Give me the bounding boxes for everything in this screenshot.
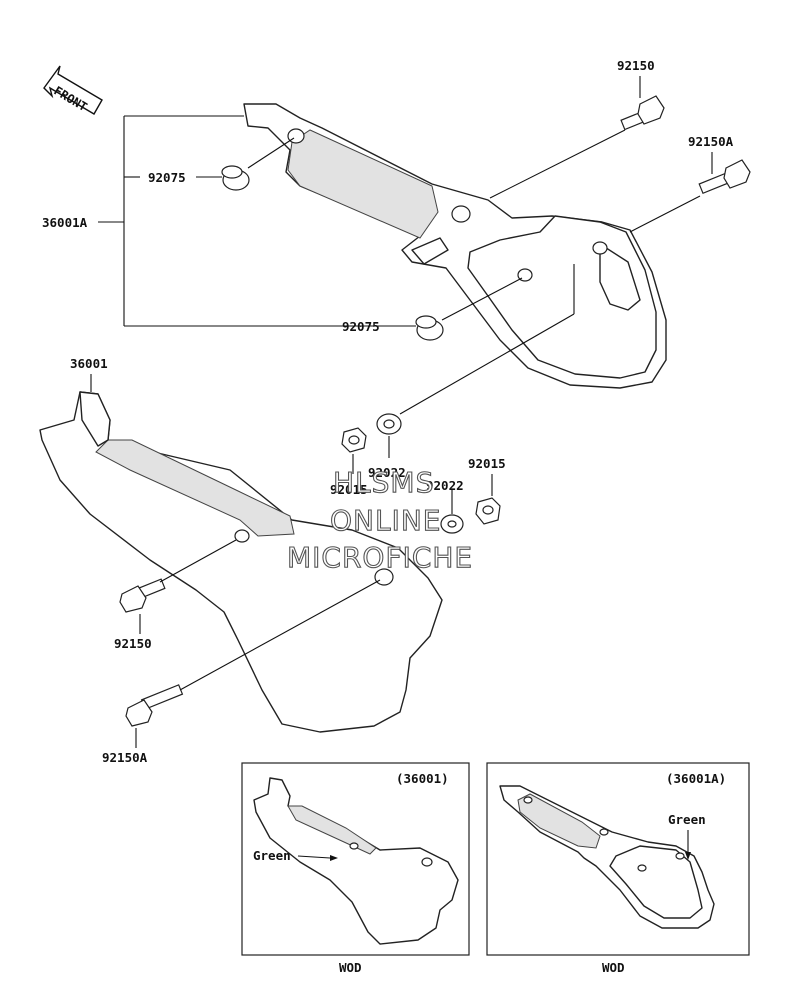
cap-92075-lower-icon (415, 315, 444, 341)
side-cover-36001 (39, 391, 443, 733)
callout-92022-lower: 92022 (426, 478, 464, 493)
inset-left-variant: WOD (339, 960, 362, 975)
callout-92015-right: 92015 (468, 456, 506, 471)
bolt-92150a-upper-icon (698, 159, 751, 195)
leader-lines (90, 76, 713, 748)
callout-92022-upper: 92022 (368, 465, 406, 480)
watermark-line2: ONLINE (330, 504, 441, 537)
watermark: HLSMS ONLINE MICROFICHE (286, 465, 473, 574)
callout-92075-lower: 92075 (342, 319, 380, 334)
callout-92150-upper: 92150 (617, 58, 655, 73)
collar-92015-right-icon (475, 497, 501, 525)
inset-right-part-ref: (36001A) (666, 771, 726, 786)
washer-92022-upper-icon (376, 413, 402, 435)
watermark-line3: MICROFICHE (287, 541, 473, 574)
side-cover-36001a (243, 103, 667, 389)
bolt-92150-upper-icon (620, 95, 665, 131)
callout-92150a-lower: 92150A (102, 750, 148, 765)
inset-right-color-note: Green (668, 812, 706, 827)
inset-36001a-wod: (36001A) Green WOD (486, 762, 750, 975)
front-arrow-icon: FRONT (43, 65, 103, 115)
callout-92075-upper: 92075 (148, 170, 186, 185)
inset-left-color-note: Green (253, 848, 291, 863)
washer-92022-lower-icon (440, 514, 464, 534)
bolt-92150a-lower-icon (125, 684, 184, 727)
inset-left-frame (241, 762, 470, 956)
callout-92150a-upper: 92150A (688, 134, 734, 149)
inset-right-frame (486, 762, 750, 956)
cap-92075-upper-icon (221, 165, 250, 191)
inset-right-variant: WOD (602, 960, 625, 975)
assembly-bracket (98, 115, 396, 327)
callout-36001a: 36001A (42, 215, 88, 230)
callout-92150-lower: 92150 (114, 636, 152, 651)
bolt-92150-lower-icon (119, 578, 166, 613)
inset-left-part-ref: (36001) (396, 771, 449, 786)
inset-36001-wod: (36001) Green WOD (241, 762, 470, 975)
collar-92015-left-icon (341, 427, 367, 453)
callout-92015-left: 92015 (330, 482, 368, 497)
watermark-line1: HLSMS (333, 466, 434, 499)
callout-36001: 36001 (70, 356, 108, 371)
